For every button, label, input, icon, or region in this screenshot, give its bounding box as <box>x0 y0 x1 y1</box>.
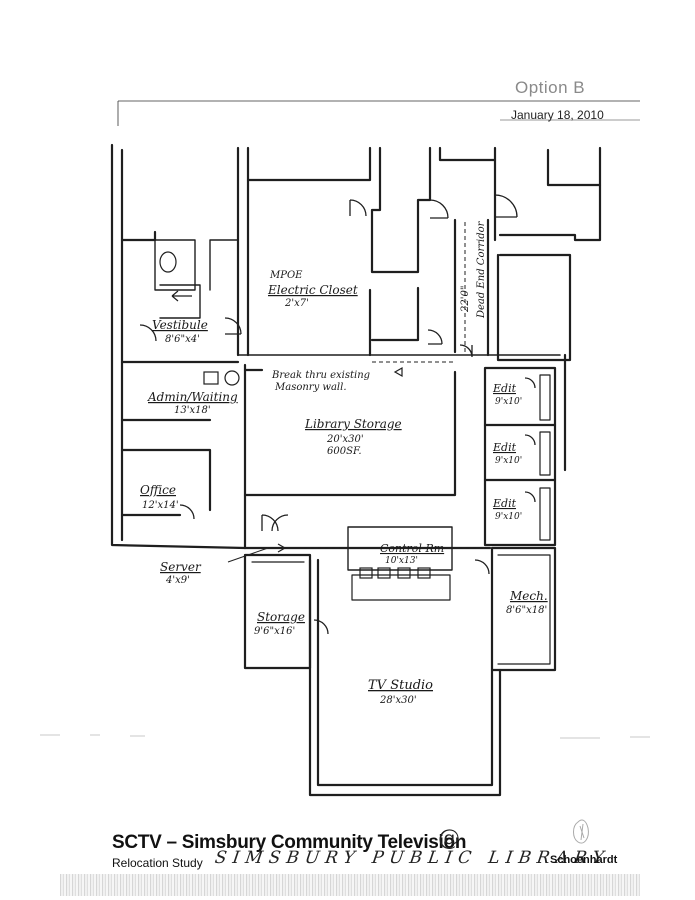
server-leader-line <box>227 547 269 563</box>
electric-closet-dims: 2'x7' <box>284 298 309 309</box>
break-note-line-1: Break thru existing <box>271 370 370 381</box>
storage-label: Storage <box>257 610 305 624</box>
wall-lines <box>110 143 602 797</box>
room-labels: MPOE Electric Closet 2'x7' Vestibule 8'6… <box>140 220 548 706</box>
break-note-line-2: Masonry wall. <box>274 382 347 393</box>
corridor-dims: 22'0" <box>460 286 471 313</box>
project-title: SCTV – Simsbury Community Television <box>112 832 467 853</box>
firm-name: Schoenhardt <box>550 854 618 866</box>
plan-date: January 18, 2010 <box>511 108 604 122</box>
dashed-openings <box>300 222 485 549</box>
mech-label: Mech. <box>509 589 548 603</box>
admin-waiting-label: Admin/Waiting <box>147 390 238 404</box>
edit-3-label: Edit <box>492 497 517 510</box>
edit-1-dims: 9'x10' <box>495 397 522 407</box>
server-dims: 4'x9' <box>165 575 190 586</box>
edit-3-dims: 9'x10' <box>495 512 522 522</box>
edit-2-label: Edit <box>492 441 517 454</box>
vestibule-dims: 8'6"x4' <box>165 334 200 345</box>
tv-studio-dims: 28'x30' <box>379 695 417 706</box>
fixtures <box>159 251 431 579</box>
admin-waiting-dims: 13'x18' <box>174 405 211 416</box>
electric-closet-label: Electric Closet <box>267 283 358 297</box>
handwritten-at-symbol: @ <box>438 826 460 851</box>
edit-2-dims: 9'x10' <box>495 456 522 466</box>
server-label: Server <box>160 560 202 574</box>
option-label: Option B <box>515 78 586 97</box>
corridor-label: Dead End Corridor <box>476 220 487 319</box>
control-room-label: Control Rm <box>380 542 444 555</box>
scan-marks <box>40 734 650 739</box>
project-subtitle: Relocation Study <box>112 856 203 870</box>
library-storage-dims: 20'x30' <box>326 434 364 445</box>
mpoe-label: MPOE <box>269 270 303 281</box>
storage-dims: 9'6"x16' <box>254 626 295 637</box>
control-room-dims: 10'x13' <box>385 556 418 566</box>
edit-1-label: Edit <box>492 382 517 395</box>
header-rules <box>117 100 640 126</box>
firm-seal-icon <box>573 819 589 844</box>
office-dims: 12'x14' <box>142 500 179 511</box>
library-storage-area: 600SF. <box>327 446 362 457</box>
vestibule-label: Vestibule <box>152 318 208 332</box>
library-storage-label: Library Storage <box>304 417 402 431</box>
tv-studio-label: TV Studio <box>368 678 433 693</box>
scan-noise-strip <box>60 874 640 896</box>
mech-dims: 8'6"x18' <box>506 605 547 616</box>
door-swings <box>139 194 536 635</box>
office-label: Office <box>140 483 176 497</box>
